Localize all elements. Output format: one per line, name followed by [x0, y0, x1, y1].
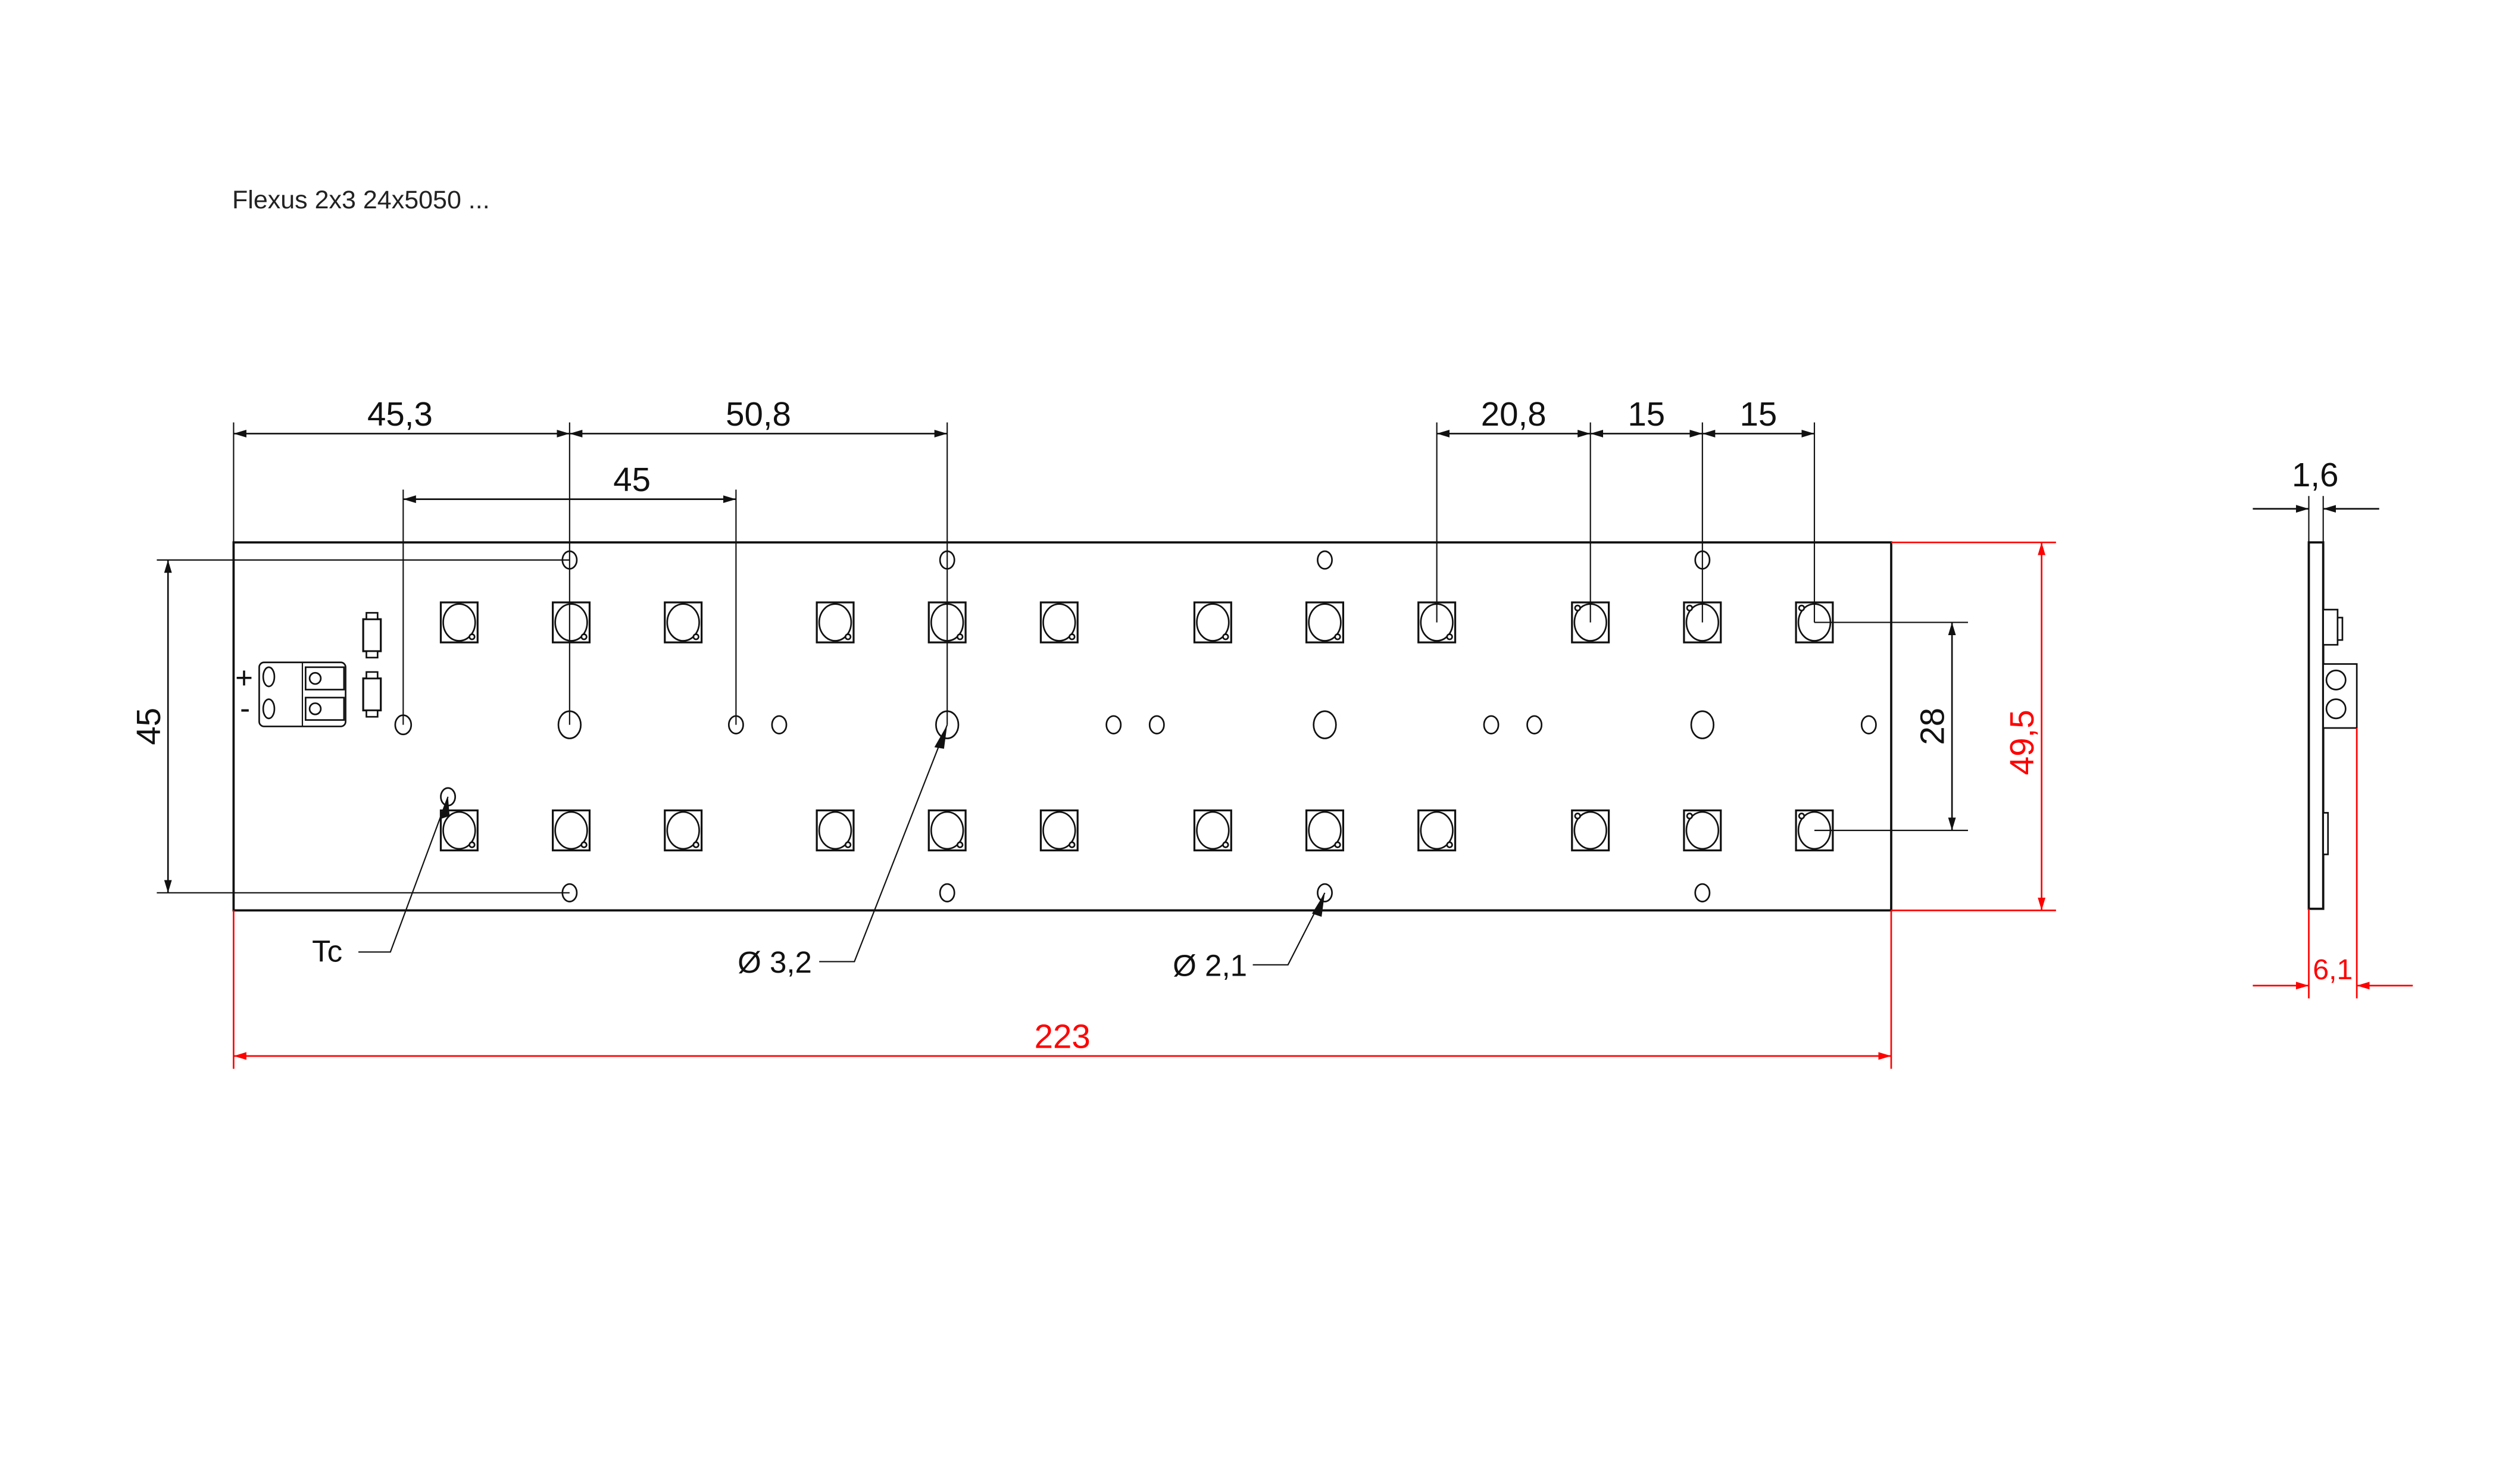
pcb-side — [2307, 541, 2325, 910]
dim-45-vertical: 45 — [130, 708, 167, 745]
minus-label: - — [240, 691, 250, 725]
extension-lines — [157, 422, 2056, 1069]
tc-label: Tc — [312, 934, 342, 968]
dim-45-inner: 45 — [613, 461, 651, 498]
dim-45-3: 45,3 — [367, 395, 433, 433]
plus-label: + — [235, 661, 253, 695]
drawing-title: Flexus 2x3 24x5050 ... — [232, 186, 490, 214]
dim-6-1: 6,1 — [2313, 954, 2353, 986]
dim-28: 28 — [1914, 708, 1951, 745]
dim-1-6: 1,6 — [2292, 456, 2338, 493]
dim-223: 223 — [1035, 1018, 1091, 1055]
dim-49-5: 49,5 — [2003, 710, 2041, 775]
power-connector: + - — [235, 661, 346, 727]
front-view: + - — [130, 395, 2056, 1069]
hole-2-1-label: Ø 2,1 — [1173, 949, 1247, 983]
dim-20-8: 20,8 — [1481, 395, 1547, 433]
dim-15-a: 15 — [1627, 395, 1665, 433]
callouts: Tc Ø 3,2 Ø 2,1 — [312, 724, 1326, 983]
dim-50-8: 50,8 — [726, 395, 791, 433]
pcb-outline — [232, 541, 1892, 912]
side-view: 1,6 6,1 — [2253, 456, 2413, 999]
hole-3-2-label: Ø 3,2 — [738, 945, 812, 979]
dimension-lines — [164, 429, 2046, 1060]
smd-components — [362, 612, 382, 718]
dim-15-b: 15 — [1740, 395, 1777, 433]
